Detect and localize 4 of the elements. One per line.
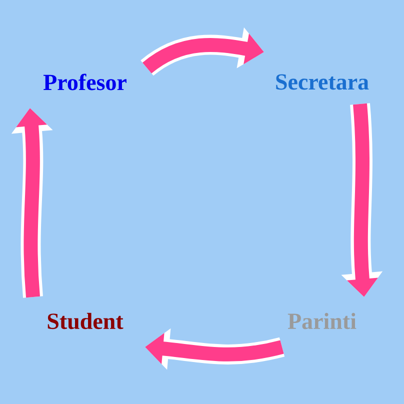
node-label: Student (48, 312, 124, 330)
node-label: Profesor (43, 74, 126, 90)
node-label: Secretara (276, 74, 369, 90)
node-label: Parinti (288, 312, 356, 330)
